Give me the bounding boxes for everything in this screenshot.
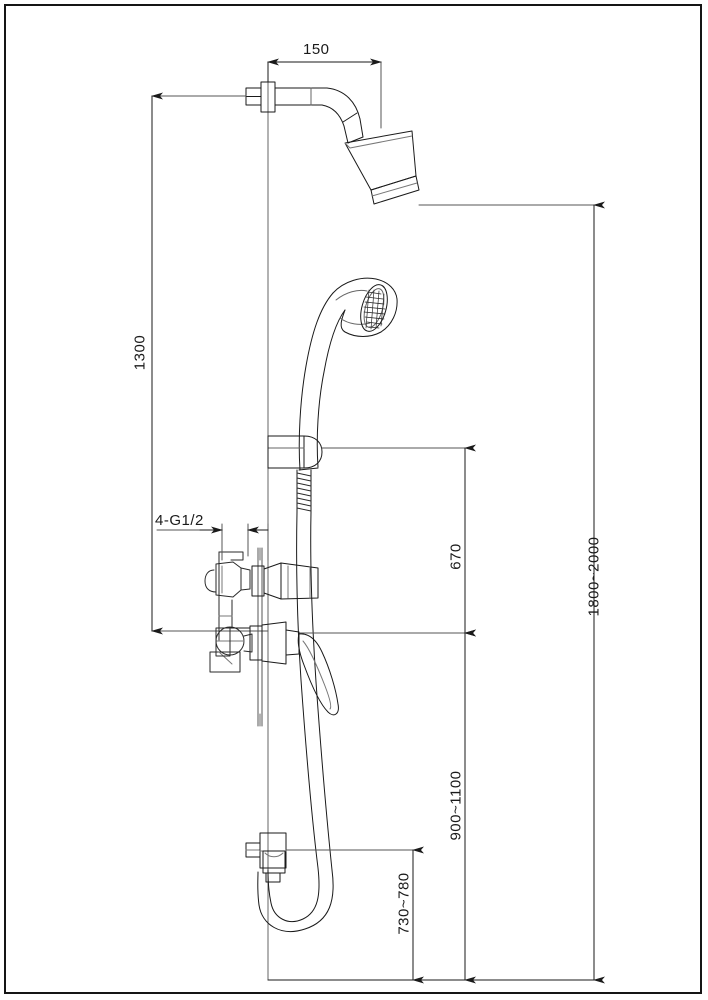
dimension-label-730-780: 730~780 [395, 872, 413, 935]
dimension-label-900-1100: 900~1100 [447, 770, 465, 841]
dimension-150 [267, 58, 382, 129]
dimension-1300 [151, 92, 269, 635]
hand-shower-bracket [267, 435, 323, 469]
dimension-label-1300: 1300 [131, 334, 149, 371]
dimension-670 [299, 444, 476, 637]
hand-shower [298, 277, 398, 471]
dimension-4-g12 [156, 523, 269, 561]
dimension-label-1800-2000: 1800~2000 [585, 536, 603, 617]
dimension-label-150: 150 [303, 41, 330, 58]
dimension-1800-2000 [418, 201, 605, 984]
wall-outlet-elbow [245, 832, 287, 883]
shower-arm-assembly [245, 81, 364, 144]
dimension-label-670: 670 [447, 543, 465, 570]
mixer-valve-body [204, 547, 339, 727]
overhead-shower-head [344, 130, 420, 205]
dimension-730-780 [285, 846, 424, 984]
shower-hose-coil [296, 469, 312, 513]
shower-hose [257, 511, 334, 933]
dimension-label-4-g12: 4-G1/2 [155, 512, 204, 529]
